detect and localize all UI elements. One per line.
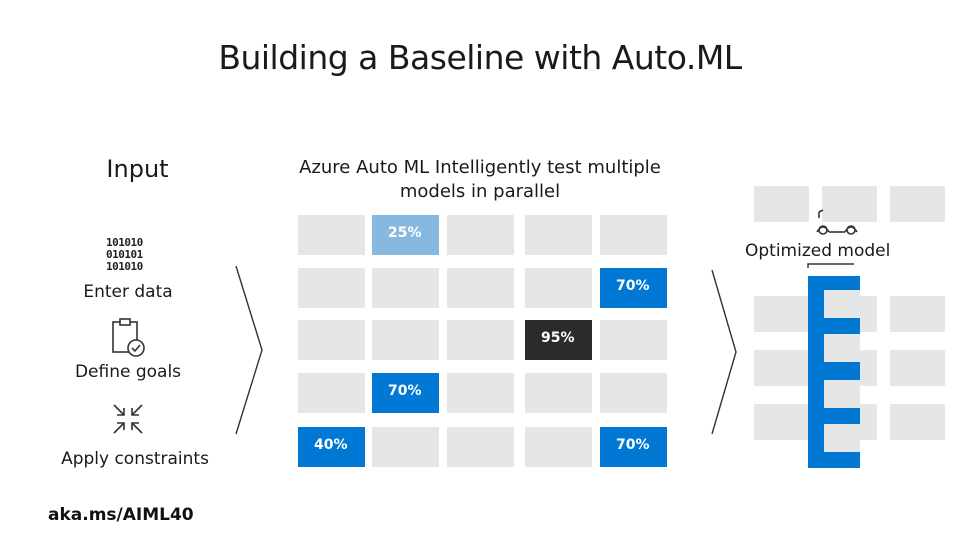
grid-cell [600, 320, 667, 360]
output-cell [890, 404, 945, 440]
input-heading: Input [106, 155, 169, 183]
output-cell [754, 186, 809, 222]
svg-text:101010: 101010 [106, 260, 143, 272]
svg-text:010101: 010101 [106, 248, 144, 261]
grid-cell [525, 373, 592, 413]
grid-cell [447, 320, 514, 360]
grid-cell-highlight: 70% [600, 268, 667, 308]
grid-cell [298, 215, 365, 255]
grid-cell [600, 373, 667, 413]
grid-cell [525, 215, 592, 255]
left-divider-chevron [235, 265, 263, 435]
grid-cell-highlight: 95% [525, 320, 592, 360]
output-cell [890, 296, 945, 332]
accuracy-label: 70% [616, 278, 650, 294]
azure-heading: Azure Auto ML Intelligently test multipl… [280, 156, 680, 204]
accuracy-label: 70% [616, 437, 650, 453]
optimized-model-label: Optimized model [745, 241, 891, 261]
grid-cell [372, 268, 439, 308]
grid-cell [298, 320, 365, 360]
accuracy-label: 40% [314, 437, 348, 453]
output-cell [754, 350, 809, 386]
azure-heading-line1: Azure Auto ML Intelligently test multipl… [299, 157, 661, 178]
grid-cell-highlight: 25% [372, 215, 439, 255]
grid-cell [298, 268, 365, 308]
svg-text:101010: 101010 [106, 236, 143, 249]
grid-cell [525, 427, 592, 467]
output-cell [822, 186, 877, 222]
model-icon [816, 209, 858, 235]
grid-cell [447, 427, 514, 467]
grid-cell [600, 215, 667, 255]
arrows-inward-icon [113, 404, 143, 434]
output-cell [754, 296, 809, 332]
step-define-goals: Define goals [74, 362, 182, 382]
binary-data-icon: 101010 010101 101010 [106, 236, 144, 272]
grid-cell-highlight: 40% [298, 427, 365, 467]
grid-cell [372, 427, 439, 467]
grid-cell [372, 320, 439, 360]
output-cell [754, 404, 809, 440]
clipboard-check-icon [112, 318, 145, 357]
accuracy-label: 25% [388, 225, 422, 241]
accuracy-label: 70% [388, 383, 422, 399]
grid-cell-highlight: 70% [600, 427, 667, 467]
step-enter-data: Enter data [83, 282, 173, 302]
grid-cell [447, 215, 514, 255]
right-divider-chevron [711, 269, 737, 435]
grid-cell [525, 268, 592, 308]
output-cell [890, 350, 945, 386]
azure-heading-line2: models in parallel [399, 181, 561, 202]
step-apply-constraints: Apply constraints [61, 449, 209, 469]
optimized-model-bar [807, 263, 860, 468]
grid-cell-highlight: 70% [372, 373, 439, 413]
slide-title: Building a Baseline with Auto.ML [218, 38, 742, 77]
grid-cell [447, 268, 514, 308]
footer-link[interactable]: aka.ms/AIML40 [48, 505, 194, 525]
grid-cell [447, 373, 514, 413]
output-cell [890, 186, 945, 222]
accuracy-label: 95% [541, 330, 575, 346]
grid-cell [298, 373, 365, 413]
